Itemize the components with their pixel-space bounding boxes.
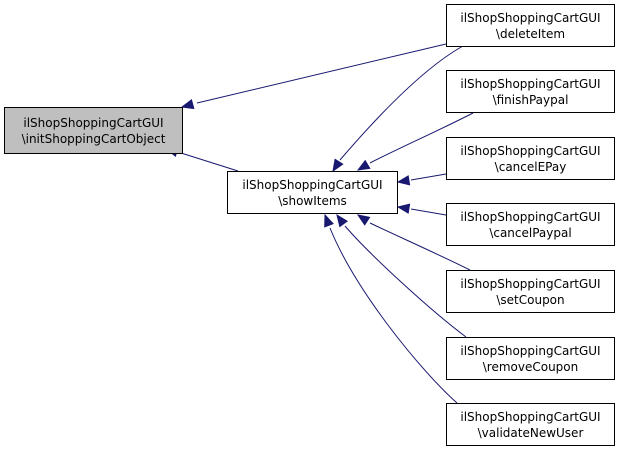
edge-line	[410, 208, 447, 216]
edge-line	[196, 43, 447, 104]
node-validate[interactable]: ilShopShoppingCartGUI \validateNewUser	[446, 403, 615, 446]
edge-removeC-to-show	[336, 213, 467, 338]
node-method-label: \setCoupon	[496, 293, 564, 307]
node-box	[446, 4, 615, 47]
node-delete[interactable]: ilShopShoppingCartGUI \deleteItem	[446, 4, 615, 47]
edge-setC-to-show	[356, 214, 471, 271]
edge-delete-to-init	[180, 43, 447, 110]
node-finish[interactable]: ilShopShoppingCartGUI \finishPaypal	[446, 70, 615, 113]
edge-delete-to-show	[332, 45, 464, 173]
edge-cancelP-to-show	[396, 203, 447, 216]
edge-line	[410, 173, 447, 181]
nodes-layer: ilShopShoppingCartGUI \initShoppingCartOb…	[4, 4, 615, 446]
edge-line	[369, 222, 471, 271]
node-method-label: \removeCoupon	[483, 360, 579, 374]
node-method-label: \deleteItem	[496, 27, 565, 41]
arrowhead	[332, 158, 344, 173]
node-box	[446, 337, 615, 380]
node-init[interactable]: ilShopShoppingCartGUI \initShoppingCartOb…	[4, 107, 183, 154]
node-class-label: ilShopShoppingCartGUI	[460, 210, 600, 224]
node-method-label: \validateNewUser	[478, 426, 584, 440]
edge-line	[369, 112, 474, 164]
node-box	[446, 270, 615, 313]
arrowhead	[180, 98, 195, 110]
node-class-label: ilShopShoppingCartGUI	[460, 77, 600, 91]
edge-validate-to-show	[324, 213, 458, 404]
node-method-label: \finishPaypal	[493, 93, 569, 107]
arrowhead	[356, 159, 371, 171]
node-class-label: ilShopShoppingCartGUI	[23, 116, 163, 130]
edge-line	[344, 225, 467, 338]
node-method-label: \showItems	[278, 194, 347, 208]
node-box	[446, 403, 615, 446]
node-box	[446, 203, 615, 246]
node-box	[446, 137, 615, 180]
edges-layer	[164, 43, 474, 404]
arrowhead	[396, 203, 411, 214]
arrowhead	[356, 214, 371, 226]
edge-finish-to-show	[356, 112, 474, 171]
node-setC[interactable]: ilShopShoppingCartGUI \setCoupon	[446, 270, 615, 313]
node-box	[4, 107, 183, 154]
node-box	[446, 70, 615, 113]
node-class-label: ilShopShoppingCartGUI	[460, 344, 600, 358]
edge-cancelE-to-show	[396, 173, 447, 186]
arrowhead	[324, 213, 334, 228]
node-show[interactable]: ilShopShoppingCartGUI \showItems	[227, 171, 398, 214]
arrowhead	[336, 213, 348, 228]
node-box	[227, 171, 398, 214]
node-removeC[interactable]: ilShopShoppingCartGUI \removeCoupon	[446, 337, 615, 380]
node-class-label: ilShopShoppingCartGUI	[460, 11, 600, 25]
node-class-label: ilShopShoppingCartGUI	[242, 178, 382, 192]
edge-line	[329, 227, 458, 404]
node-method-label: \cancelEPay	[495, 160, 567, 174]
node-class-label: ilShopShoppingCartGUI	[460, 144, 600, 158]
arrowhead	[396, 175, 411, 186]
node-cancelE[interactable]: ilShopShoppingCartGUI \cancelEPay	[446, 137, 615, 180]
node-class-label: ilShopShoppingCartGUI	[460, 277, 600, 291]
node-class-label: ilShopShoppingCartGUI	[460, 410, 600, 424]
node-cancelP[interactable]: ilShopShoppingCartGUI \cancelPaypal	[446, 203, 615, 246]
edge-line	[339, 45, 464, 161]
edge-line	[180, 152, 239, 172]
node-method-label: \initShoppingCartObject	[22, 132, 166, 146]
node-method-label: \cancelPaypal	[489, 226, 571, 240]
